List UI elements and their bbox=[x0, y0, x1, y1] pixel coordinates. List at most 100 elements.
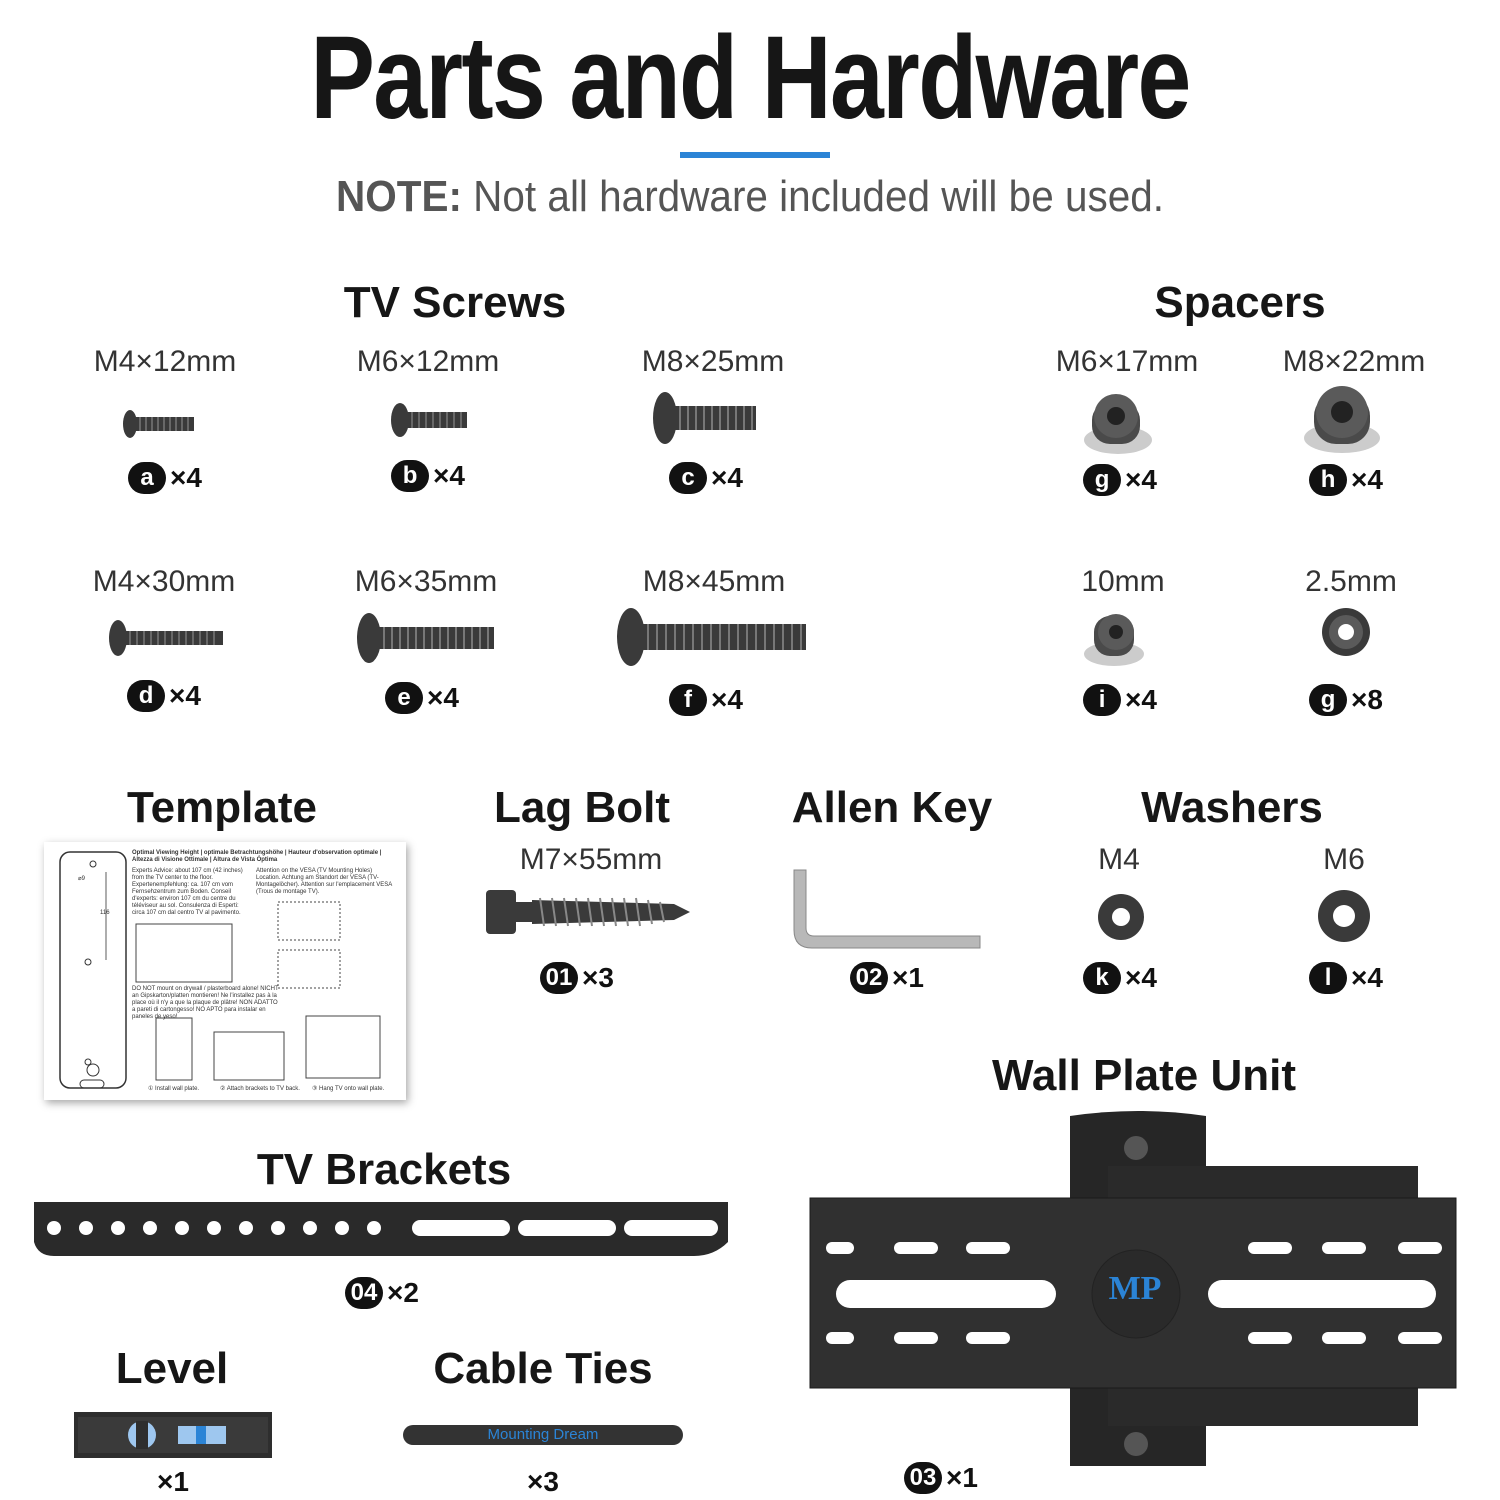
template-right-text: Attention on the VESA (TV Mounting Holes… bbox=[256, 868, 392, 895]
spacer-i-qty: ×4 bbox=[1125, 684, 1157, 715]
screw-b-count: b×4 bbox=[328, 460, 528, 492]
spacer-g-qty: ×4 bbox=[1125, 464, 1157, 495]
screw-c-size: M8×25mm bbox=[641, 345, 785, 378]
allen-key-icon bbox=[784, 864, 984, 950]
spacer-h-count: h×4 bbox=[1246, 464, 1446, 496]
washer-l-icon bbox=[1316, 888, 1372, 944]
washer-l-size: M6 bbox=[1323, 843, 1365, 876]
allen-key-badge: 02 bbox=[850, 962, 889, 994]
screw-a-badge: a bbox=[128, 462, 167, 494]
wall-plate-badge: 03 bbox=[904, 1462, 943, 1494]
spacer-g-count: g×4 bbox=[1020, 464, 1220, 496]
spacer-i-icon bbox=[1080, 608, 1150, 670]
template-left-text: Experts Advice: about 107 cm (42 inches)… bbox=[132, 868, 243, 916]
screw-a-count: a×4 bbox=[65, 462, 265, 494]
spacer-h-badge: h bbox=[1309, 464, 1348, 496]
screw-b-qty: ×4 bbox=[433, 460, 465, 491]
allen-key-heading: Allen Key bbox=[791, 783, 993, 832]
washer-k-qty: ×4 bbox=[1125, 962, 1157, 993]
level-heading: Level bbox=[115, 1344, 229, 1393]
screw-e-badge: e bbox=[385, 682, 424, 714]
note-text: Not all hardware included will be used. bbox=[461, 172, 1164, 221]
screw-c-count: c×4 bbox=[606, 462, 806, 494]
washer-k-badge: k bbox=[1083, 962, 1122, 994]
template-dim-large: 116 bbox=[100, 910, 110, 916]
wall-plate-unit-image bbox=[808, 1106, 1458, 1476]
spacer-h-qty: ×4 bbox=[1351, 464, 1383, 495]
wall-plate-heading: Wall Plate Unit bbox=[992, 1051, 1296, 1100]
lag-bolt-heading: Lag Bolt bbox=[494, 783, 670, 832]
screw-c-qty: ×4 bbox=[711, 462, 743, 493]
screw-a-icon bbox=[120, 402, 200, 446]
allen-key-count: 02×1 bbox=[787, 962, 987, 994]
template-warning: DO NOT mount on drywall / plasterboard a… bbox=[132, 986, 279, 1020]
cable-tie-brand: Mounting Dream bbox=[487, 1426, 599, 1443]
washers-heading: Washers bbox=[1141, 783, 1323, 832]
note-prefix: NOTE: bbox=[336, 172, 462, 221]
screw-e-size: M6×35mm bbox=[354, 565, 498, 598]
template-step-3: ③ Hang TV onto wall plate. bbox=[312, 1086, 385, 1092]
screw-a-size: M4×12mm bbox=[93, 345, 237, 378]
lag-bolt-badge: 01 bbox=[540, 962, 579, 994]
screw-b-icon bbox=[388, 398, 472, 442]
lag-bolt-qty: ×3 bbox=[582, 962, 614, 993]
page-title: Parts and Hardware bbox=[310, 12, 1191, 144]
spacer-h-icon bbox=[1300, 384, 1390, 460]
lag-bolt-count: 01×3 bbox=[477, 962, 677, 994]
lag-bolt-size: M7×55mm bbox=[519, 843, 663, 876]
screw-b-size: M6×12mm bbox=[356, 345, 500, 378]
screw-d-count: d×4 bbox=[64, 680, 264, 712]
washer-l-badge: l bbox=[1309, 962, 1348, 994]
washer-l-qty: ×4 bbox=[1351, 962, 1383, 993]
tv-brackets-count: 04×2 bbox=[282, 1277, 482, 1309]
spacer-g2-icon bbox=[1320, 606, 1372, 658]
screw-c-badge: c bbox=[669, 462, 708, 494]
spacer-g-icon bbox=[1078, 390, 1162, 460]
screw-e-count: e×4 bbox=[322, 682, 522, 714]
cable-ties-heading: Cable Ties bbox=[433, 1344, 653, 1393]
template-drawing bbox=[59, 851, 381, 1089]
template-step-1: ① Install wall plate. bbox=[148, 1086, 200, 1092]
spacer-g2-badge: g bbox=[1309, 684, 1348, 716]
cable-tie-image: Mounting Dream bbox=[403, 1425, 683, 1445]
screw-c-icon bbox=[650, 386, 760, 450]
washer-k-count: k×4 bbox=[1020, 962, 1220, 994]
screw-b-badge: b bbox=[391, 460, 430, 492]
spacer-h-size: M8×22mm bbox=[1282, 345, 1426, 378]
spacer-g-size: M6×17mm bbox=[1055, 345, 1199, 378]
level-count: ×1 bbox=[157, 1466, 189, 1497]
title-underline bbox=[680, 152, 830, 158]
cable-ties-count: ×3 bbox=[527, 1466, 559, 1497]
washer-k-size: M4 bbox=[1098, 843, 1140, 876]
screw-d-icon bbox=[106, 616, 226, 660]
screw-f-count: f×4 bbox=[606, 684, 806, 716]
spacer-i-size: 10mm bbox=[1081, 565, 1165, 598]
washer-k-icon bbox=[1096, 892, 1146, 942]
template-heading: Template bbox=[127, 783, 317, 832]
screw-f-qty: ×4 bbox=[711, 684, 743, 715]
template-step-2: ② Attach brackets to TV back. bbox=[220, 1086, 300, 1092]
allen-key-qty: ×1 bbox=[892, 962, 924, 993]
spacer-i-count: i×4 bbox=[1020, 684, 1220, 716]
tv-screws-heading: TV Screws bbox=[343, 278, 567, 327]
screw-e-qty: ×4 bbox=[427, 682, 459, 713]
spacers-heading: Spacers bbox=[1154, 278, 1326, 327]
note-line: NOTE: Not all hardware included will be … bbox=[60, 172, 1440, 222]
screw-e-icon bbox=[354, 608, 499, 668]
lag-bolt-icon bbox=[484, 884, 694, 940]
screw-f-icon bbox=[614, 604, 810, 670]
tv-bracket-image bbox=[34, 1200, 734, 1258]
template-heading-text: Optimal Viewing Height | optimale Betrac… bbox=[132, 850, 382, 863]
template-sheet: Optimal Viewing Height | optimale Betrac… bbox=[44, 842, 406, 1100]
level-image bbox=[74, 1412, 272, 1458]
wall-plate-count: 03×1 bbox=[841, 1462, 1041, 1494]
tv-brackets-qty: ×2 bbox=[387, 1277, 419, 1308]
template-dim-small: ⌀9 bbox=[78, 876, 85, 882]
screw-f-size: M8×45mm bbox=[642, 565, 786, 598]
spacer-g2-qty: ×8 bbox=[1351, 684, 1383, 715]
screw-d-qty: ×4 bbox=[169, 680, 201, 711]
screw-f-badge: f bbox=[669, 684, 708, 716]
screw-a-qty: ×4 bbox=[170, 462, 202, 493]
washer-l-count: l×4 bbox=[1246, 962, 1446, 994]
tv-brackets-heading: TV Brackets bbox=[256, 1145, 512, 1194]
